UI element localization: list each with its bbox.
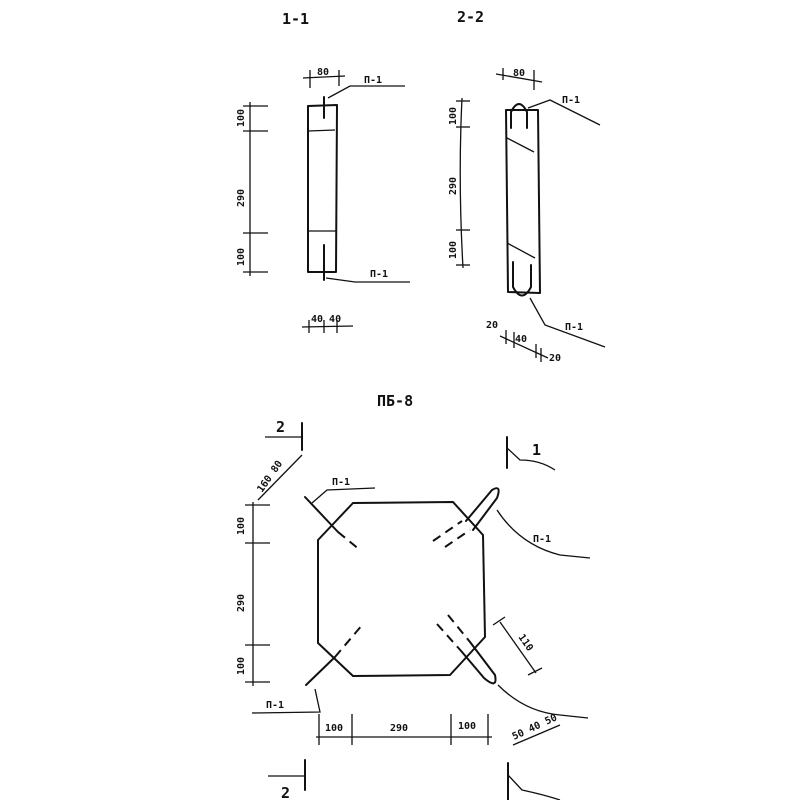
dim-left-bottom: 100	[236, 657, 247, 675]
section-1-1-dim-middle: 290	[236, 189, 247, 207]
dim-bottom-left: 100	[325, 723, 343, 734]
section-2-2-label-bottom: П-1	[565, 322, 583, 333]
loop-top-right	[465, 487, 500, 531]
section-1-1-dim-width: 80	[317, 67, 329, 78]
section-2-2-dim-right-edge: 20	[549, 353, 561, 364]
section-1-1: 1-1 80 П-1 П-1 100 290 100 40 40	[236, 10, 410, 333]
section-2-2-dim-top: 100	[448, 107, 459, 125]
section-1-1-label-bottom: П-1	[370, 269, 388, 280]
section-2-2-dim-center: 40	[515, 334, 527, 345]
dim-diag-bottom-right: 50 40 50	[511, 712, 559, 742]
section-2-2-dim-middle: 290	[448, 177, 459, 195]
section-2-2: 2-2 80 П-1 П-1 100 290 100 20 40 2	[448, 8, 606, 364]
section-1-1-body	[307, 104, 338, 273]
section-2-2-dim-width: 80	[513, 68, 525, 79]
loop-bottom-right	[461, 641, 497, 685]
dim-bottom-right: 100	[458, 721, 476, 732]
label-bottom-left: П-1	[266, 700, 284, 711]
section-1-1-dim-top: 100	[236, 109, 247, 127]
label-top-right: П-1	[533, 534, 551, 545]
plan-pb-8: ПБ-8 2 2 1 160 80	[236, 392, 591, 800]
section-1-1-dim-bottom-split: 40 40	[311, 314, 341, 325]
dim-bottom-middle: 290	[390, 723, 408, 734]
label-top-left: П-1	[332, 477, 350, 488]
cut-2-top: 2	[276, 418, 285, 436]
cut-1: 1	[532, 441, 541, 459]
section-1-1-label-top: П-1	[364, 75, 382, 86]
section-2-2-label-top: П-1	[562, 95, 580, 106]
cut-2-bottom: 2	[281, 784, 290, 800]
section-2-2-dim-bottom: 100	[448, 241, 459, 259]
loop-bottom	[512, 261, 532, 297]
section-2-2-dim-left-edge: 20	[486, 320, 498, 331]
section-2-2-title: 2-2	[457, 8, 484, 26]
dim-diag-right: 110	[516, 632, 535, 653]
loop-top	[510, 103, 528, 129]
dim-left-middle: 290	[236, 594, 247, 612]
section-1-1-title: 1-1	[282, 10, 309, 28]
dim-left-top: 100	[236, 517, 247, 535]
section-1-1-dim-bottom: 100	[236, 248, 247, 266]
section-2-2-body	[505, 109, 541, 294]
octagon-block	[317, 501, 486, 677]
plan-title: ПБ-8	[377, 392, 413, 410]
